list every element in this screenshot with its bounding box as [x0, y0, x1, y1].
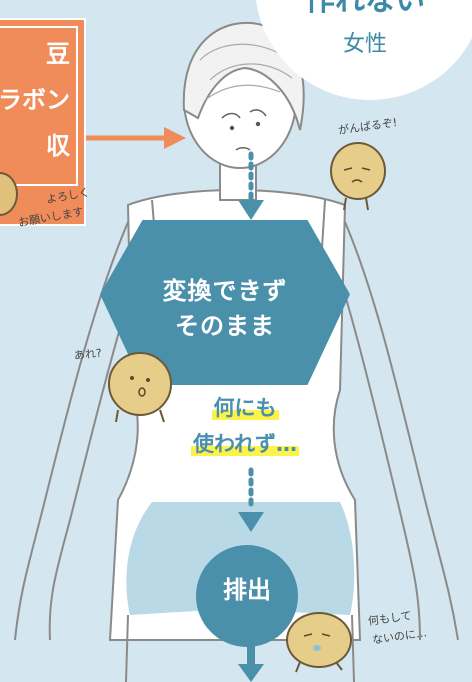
exit-label: 排出 — [223, 576, 271, 604]
soybean-face-icon — [343, 167, 371, 211]
highlight-line2: 使われず… — [191, 432, 299, 456]
left-box-line2: ラボン — [0, 86, 70, 114]
soybean-character-icon — [108, 352, 172, 416]
highlight-line1: 何にも — [211, 396, 279, 420]
soybean-character-icon — [330, 142, 386, 200]
soybean-character-icon — [286, 612, 352, 668]
bubble-subtitle: 女性 — [342, 32, 387, 57]
left-box-line1: 豆 — [46, 40, 70, 68]
octagon-line1: 変換できず — [162, 277, 288, 305]
right-arrow-icon — [86, 127, 186, 149]
down-arrow-icon — [238, 467, 264, 532]
left-box-line3: 収 — [46, 132, 70, 160]
octagon-line2: そのまま — [175, 311, 275, 340]
soybean-face-icon — [295, 633, 343, 673]
octagon-text: 変換できず そのまま — [120, 274, 330, 344]
down-arrow-icon — [238, 644, 264, 682]
down-arrow-icon — [238, 151, 264, 220]
soybean-face-icon — [115, 376, 165, 423]
bubble-title: 作れない — [305, 0, 425, 18]
exit-circle — [196, 545, 298, 647]
